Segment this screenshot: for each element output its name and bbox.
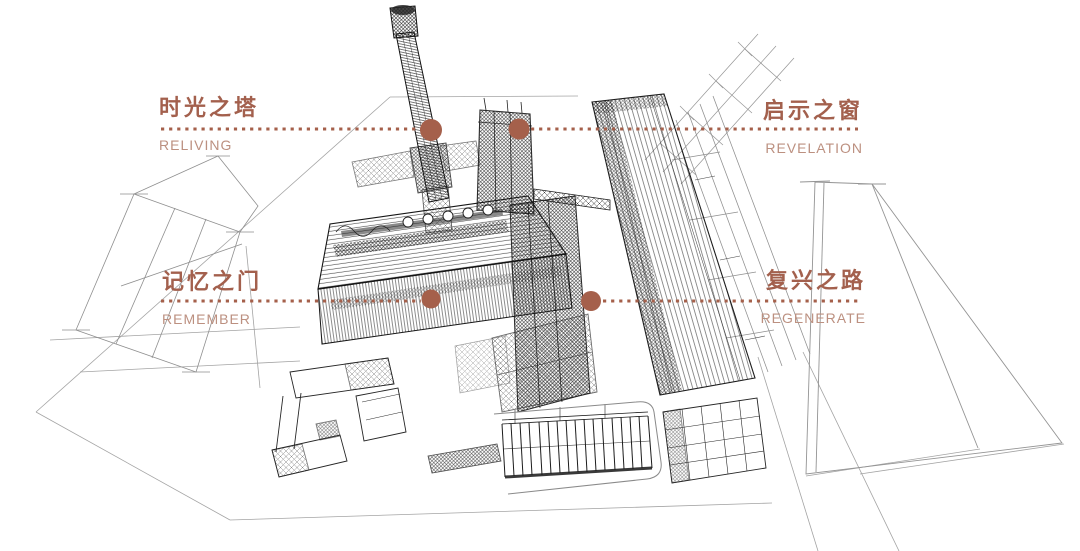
marker-dot-gate-of-memory <box>421 289 441 309</box>
access-road-outline <box>493 401 662 495</box>
annex-building <box>454 313 598 413</box>
context-building-right-wireframe <box>799 180 1063 475</box>
conveyor-bridge <box>533 188 611 211</box>
marker-dot-window-of-revelation <box>508 118 530 140</box>
chimney <box>351 5 481 234</box>
ground-and-road-lines <box>35 95 1065 551</box>
marker-dot-road-of-regeneration <box>581 291 601 311</box>
l-shaped-building <box>271 357 407 478</box>
rail-lines <box>671 95 811 373</box>
context-building-left-wireframe <box>62 155 259 373</box>
main-mill-building <box>317 195 573 345</box>
marker-dot-tower-of-time <box>420 119 442 141</box>
colonnade-structure <box>427 404 653 479</box>
grid-building <box>662 397 767 484</box>
long-warehouse-building <box>591 93 766 396</box>
annotation-layer <box>161 118 858 311</box>
